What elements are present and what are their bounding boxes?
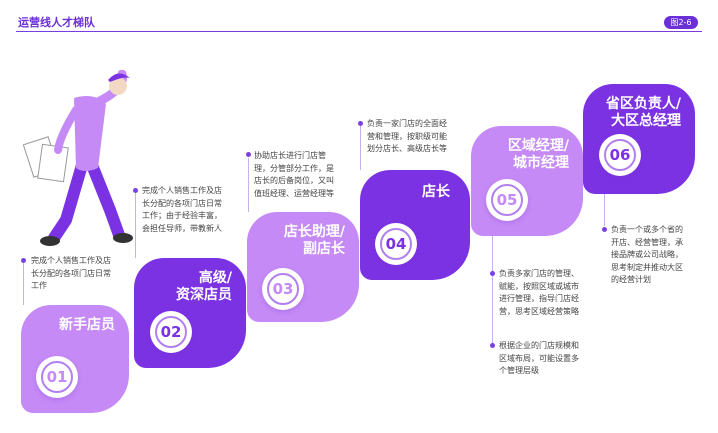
step-03-bullet <box>246 152 251 157</box>
step-01-description: 完成个人销售工作及店 长分配的各项门店日常 工作 <box>31 256 111 290</box>
step-03-description: 协助店长进行门店管 理，分管部分工作，是 店长的后备岗位，又叫 值班经理、运营经… <box>254 151 334 198</box>
step-02-connector <box>135 193 136 258</box>
step-03-connector <box>248 158 249 212</box>
step-01-connector <box>23 263 24 305</box>
step-04-connector <box>360 126 361 170</box>
step-05-description: 负责多家门店的管理、 赋能，按照区域或城市 进行管理，指导门店经 营，思考区域经… <box>499 269 579 316</box>
step-04: 店长 <box>360 170 470 280</box>
step-04-number: 04 <box>385 235 407 253</box>
step-04-title: 店长 <box>422 184 450 200</box>
step-05-number: 05 <box>496 191 518 209</box>
step-02-bullet <box>133 188 138 193</box>
climbing-person-illustration <box>22 70 133 246</box>
step-06-title: 省区负责人/ 大区总经理 <box>605 96 681 129</box>
step-01: 新手店员 <box>21 305 129 413</box>
step-05-shape <box>471 126 583 236</box>
step-05-bullet <box>490 271 495 276</box>
step-02-title: 高级/ 资深店员 <box>176 270 232 303</box>
papers-icon <box>22 136 69 183</box>
step-05-connector <box>492 236 493 346</box>
step-06-badge: 06 <box>599 134 641 176</box>
step-05-badge: 05 <box>486 179 528 221</box>
step-03-number: 03 <box>272 280 294 298</box>
step-05-bullet-2 <box>490 343 495 348</box>
step-04-bullet <box>358 121 363 126</box>
step-06-description: 负责一个或多个省的 开店、经营管理，承 接品牌或公司战略， 思考制定并推动大区 … <box>611 225 683 284</box>
step-01-title: 新手店员 <box>59 317 115 333</box>
step-03: 店长助理/ 副店长 <box>247 212 359 322</box>
step-02-shape <box>134 258 246 368</box>
step-02-badge: 02 <box>150 311 192 353</box>
header-divider <box>16 31 702 32</box>
step-02-description: 完成个人销售工作及店 长分配的各项门店日常 工作；由于经验丰富， 会担任导师，带… <box>142 186 222 233</box>
figure-number-badge: 图2-6 <box>664 16 698 29</box>
step-05: 区域经理/ 城市经理 <box>471 126 583 236</box>
step-05-title: 区域经理/ 城市经理 <box>507 138 569 171</box>
step-06-shape <box>583 84 695 194</box>
step-02: 高级/ 资深店员 <box>134 258 246 368</box>
step-06-bullet <box>602 227 607 232</box>
step-04-description: 负责一家门店的全面经 营和管理，按职级可能 划分店长、高级店长等 <box>367 119 447 153</box>
step-01-number: 01 <box>46 368 68 386</box>
page-title: 运营线人才梯队 <box>18 16 95 29</box>
step-04-shape <box>360 170 470 280</box>
step-03-title: 店长助理/ 副店长 <box>283 224 345 257</box>
step-02-number: 02 <box>160 323 182 341</box>
step-06-connector <box>604 194 605 226</box>
step-03-shape <box>247 212 359 322</box>
step-06: 省区负责人/ 大区总经理 <box>583 84 695 194</box>
step-01-badge: 01 <box>36 356 78 398</box>
step-03-badge: 03 <box>262 268 304 310</box>
step-01-shape <box>21 305 129 413</box>
step-05-description-2: 根据企业的门店规模和 区域布局，可能设置多 个管理层级 <box>499 341 579 375</box>
step-01-bullet <box>21 258 26 263</box>
step-06-number: 06 <box>609 146 631 164</box>
step-04-badge: 04 <box>375 223 417 265</box>
